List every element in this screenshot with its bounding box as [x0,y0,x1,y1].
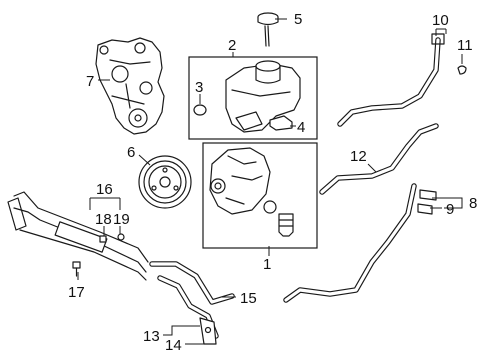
callout-16: 16 [96,181,113,198]
reservoir-group-box [188,56,318,140]
return-hose-part [319,123,439,195]
leader-8 [432,197,463,209]
callout-15: 15 [240,290,257,307]
callout-8: 8 [469,195,477,212]
cooler-lines-part [149,261,235,345]
callout-10: 10 [432,12,449,29]
pump-part [209,147,294,237]
pressure-hose-part [337,33,467,127]
callout-9: 9 [446,201,454,218]
callout-11: 11 [457,37,473,54]
callout-5: 5 [294,11,302,28]
leader-12 [367,163,377,173]
callout-3: 3 [195,79,203,96]
callout-1: 1 [263,256,271,273]
bracket-part [95,37,165,135]
seal-ring-part [193,104,207,116]
callout-17: 17 [68,284,85,301]
leader-13 [163,325,200,336]
callout-7: 7 [86,73,94,90]
leader-6 [138,154,151,166]
leader-16 [89,197,121,210]
callout-19: 19 [113,211,130,228]
oil-cooler-part [7,191,149,281]
pump-group-box [202,142,318,249]
callout-2: 2 [228,37,236,54]
fasteners-part [72,233,125,277]
callout-12: 12 [350,148,367,165]
callout-18: 18 [95,211,112,228]
reservoir-part [225,60,301,133]
callout-14: 14 [165,337,182,354]
leader-10 [435,28,447,36]
callout-6: 6 [127,144,135,161]
callout-13: 13 [143,328,160,345]
reservoir-cap-part [257,12,279,47]
reservoir-mount-part [269,115,293,131]
cooler-hose-part [283,183,437,303]
pulley-part [138,155,192,209]
callout-4: 4 [297,119,305,136]
